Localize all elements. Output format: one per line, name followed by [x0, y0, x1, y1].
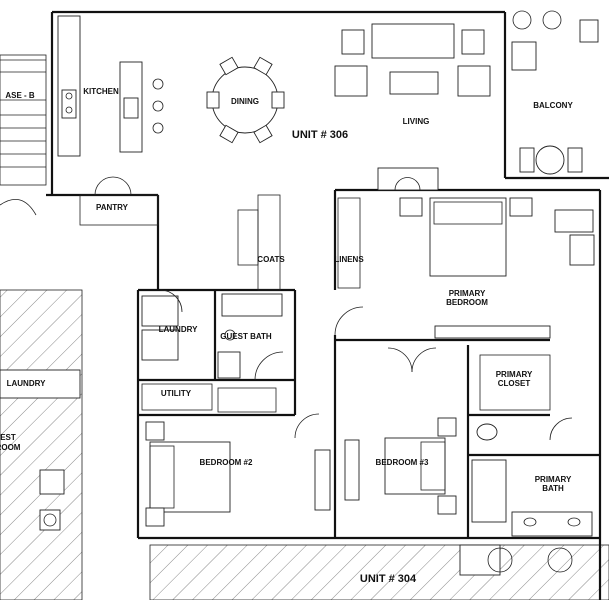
label-neighbor-laundry: LAUNDRY: [7, 379, 46, 388]
primary-bath-fixtures: [471, 354, 593, 537]
unit-306-walls: [46, 10, 609, 600]
kitchen-counters: [57, 15, 164, 157]
dining-table: [206, 56, 285, 144]
unit-304-label: UNIT # 304: [360, 573, 417, 585]
label-laundry: LAUNDRY: [159, 325, 198, 334]
label-staircase-fragment: ASE - B: [5, 91, 35, 100]
label-dining: DINING: [231, 97, 259, 106]
label-utility: UTILITY: [161, 389, 192, 398]
label-primary-bedroom-line2: BEDROOM: [446, 298, 488, 307]
label-linens: LINENS: [334, 255, 364, 264]
label-guest-bath: GUEST BATH: [220, 332, 272, 341]
label-primary-bedroom-line1: PRIMARY: [449, 289, 486, 298]
label-living: LIVING: [403, 117, 430, 126]
utility: [141, 383, 277, 413]
bedroom2-furniture: [145, 413, 331, 527]
pantry: [79, 176, 159, 226]
label-primary-bath-line2: BATH: [542, 484, 564, 493]
label-kitchen: KITCHEN: [83, 87, 119, 96]
label-coats: COATS: [257, 255, 285, 264]
label-primary-bath-line1: PRIMARY: [535, 475, 572, 484]
neighbor-details: [0, 369, 573, 576]
neighbor-hatch-bottom: [149, 544, 609, 600]
label-bedroom3: BEDROOM #3: [376, 458, 429, 467]
label-primary-closet-line2: CLOSET: [498, 379, 531, 388]
label-primary-closet-line1: PRIMARY: [496, 370, 533, 379]
label-neighbor-room-line2: ROOM: [0, 443, 21, 452]
label-bedroom2: BEDROOM #2: [200, 458, 253, 467]
label-balcony: BALCONY: [533, 101, 573, 110]
label-neighbor-room-line1: EST: [0, 433, 16, 442]
staircase: [0, 54, 47, 216]
living-furniture: [334, 23, 491, 191]
laundry-appliances: [141, 289, 183, 361]
label-pantry: PANTRY: [96, 203, 129, 212]
guest-bath-fixtures: [217, 293, 284, 381]
closets: [237, 194, 361, 291]
unit-306-label: UNIT # 306: [292, 129, 348, 141]
neighbor-hatch-left: [0, 289, 83, 600]
balcony-furniture: [511, 10, 599, 175]
primary-bedroom-furniture: [334, 197, 595, 339]
bedroom3-furniture: [344, 347, 457, 515]
